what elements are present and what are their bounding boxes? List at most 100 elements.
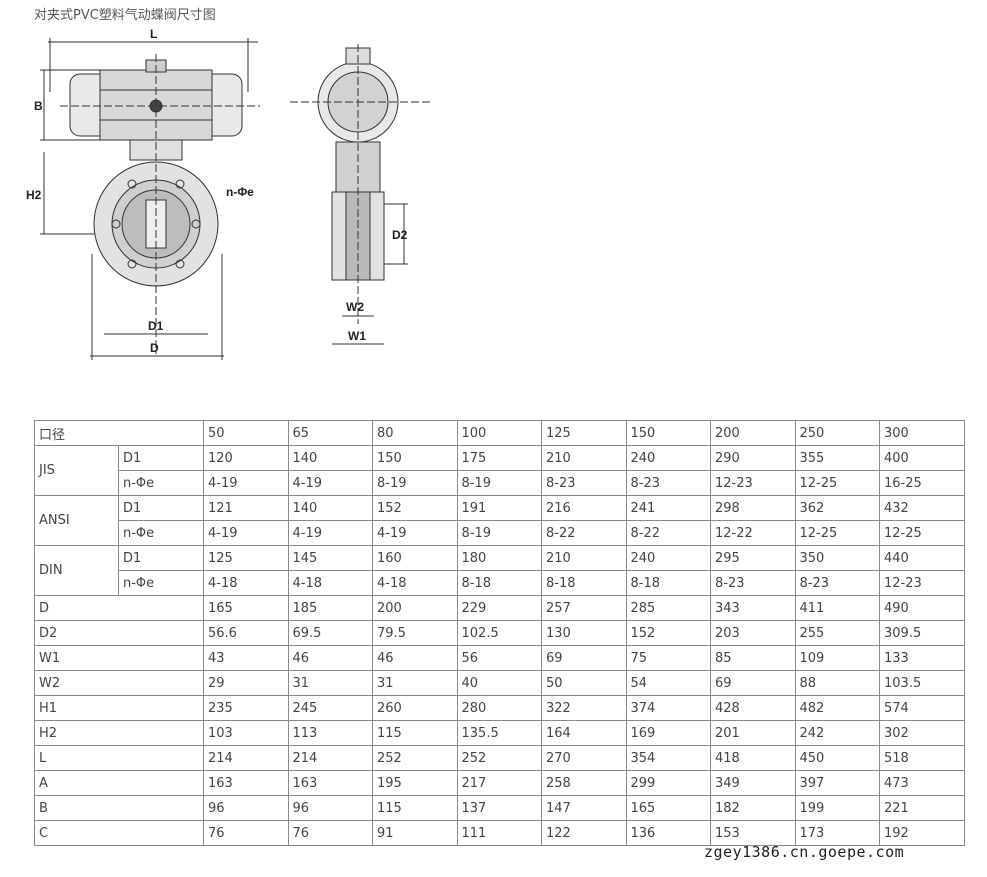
value-cell: 4-19 — [203, 470, 289, 496]
value-cell: 295 — [710, 545, 796, 571]
value-cell: 252 — [372, 745, 458, 771]
value-cell: 69.5 — [287, 620, 373, 646]
dim-label-D: D — [150, 341, 159, 355]
value-cell: 411 — [794, 595, 880, 621]
value-cell: 91 — [372, 820, 458, 846]
value-cell: 12-25 — [879, 520, 965, 546]
value-cell: 163 — [203, 770, 289, 796]
value-cell: 76 — [287, 820, 373, 846]
value-cell: 195 — [372, 770, 458, 796]
value-cell: 147 — [541, 795, 627, 821]
dim-label-nphi: n-Φe — [226, 185, 254, 199]
value-cell: 152 — [625, 620, 711, 646]
value-cell: 473 — [879, 770, 965, 796]
value-cell: 240 — [625, 445, 711, 471]
value-cell: 343 — [710, 595, 796, 621]
sub-label-cell: n-Φe — [118, 470, 204, 496]
value-cell: 490 — [879, 595, 965, 621]
sub-label-cell: D1 — [118, 545, 204, 571]
value-cell: 40 — [456, 670, 542, 696]
sub-label-cell: D1 — [118, 445, 204, 471]
header-size-cell: 50 — [203, 420, 289, 446]
value-cell: 12-23 — [879, 570, 965, 596]
value-cell: 574 — [879, 695, 965, 721]
header-label-cell: 口径 — [34, 420, 204, 446]
value-cell: 280 — [456, 695, 542, 721]
value-cell: 518 — [879, 745, 965, 771]
row-label-cell: A — [34, 770, 204, 796]
value-cell: 8-19 — [456, 470, 542, 496]
value-cell: 8-22 — [541, 520, 627, 546]
value-cell: 135.5 — [456, 720, 542, 746]
value-cell: 173 — [794, 820, 880, 846]
value-cell: 217 — [456, 770, 542, 796]
value-cell: 322 — [541, 695, 627, 721]
value-cell: 290 — [710, 445, 796, 471]
value-cell: 54 — [625, 670, 711, 696]
dim-label-W2: W2 — [346, 300, 364, 314]
header-size-cell: 250 — [794, 420, 880, 446]
value-cell: 349 — [710, 770, 796, 796]
value-cell: 350 — [794, 545, 880, 571]
dim-label-D2: D2 — [392, 228, 408, 242]
value-cell: 31 — [287, 670, 373, 696]
watermark-text: zgey1386.cn.goepe.com — [704, 843, 905, 861]
value-cell: 8-23 — [710, 570, 796, 596]
value-cell: 85 — [710, 645, 796, 671]
value-cell: 122 — [541, 820, 627, 846]
value-cell: 115 — [372, 795, 458, 821]
page-title: 对夹式PVC塑料气动蝶阀尺寸图 — [34, 8, 216, 23]
value-cell: 163 — [287, 770, 373, 796]
value-cell: 175 — [456, 445, 542, 471]
group-label-cell: JIS — [34, 445, 119, 496]
value-cell: 8-19 — [456, 520, 542, 546]
value-cell: 133 — [879, 645, 965, 671]
value-cell: 299 — [625, 770, 711, 796]
value-cell: 4-19 — [203, 520, 289, 546]
value-cell: 192 — [879, 820, 965, 846]
value-cell: 180 — [456, 545, 542, 571]
value-cell: 8-18 — [456, 570, 542, 596]
value-cell: 29 — [203, 670, 289, 696]
value-cell: 214 — [287, 745, 373, 771]
value-cell: 257 — [541, 595, 627, 621]
value-cell: 76 — [203, 820, 289, 846]
row-label-cell: H1 — [34, 695, 204, 721]
value-cell: 354 — [625, 745, 711, 771]
value-cell: 136 — [625, 820, 711, 846]
row-label-cell: B — [34, 795, 204, 821]
value-cell: 31 — [372, 670, 458, 696]
valve-dimension-drawing: L B H2 D1 D n-Φe D2 W2 W1 — [26, 27, 430, 360]
header-size-cell: 80 — [372, 420, 458, 446]
value-cell: 69 — [541, 645, 627, 671]
value-cell: 12-23 — [710, 470, 796, 496]
row-label-cell: D — [34, 595, 204, 621]
value-cell: 140 — [287, 445, 373, 471]
dim-label-D1: D1 — [148, 319, 164, 333]
value-cell: 242 — [794, 720, 880, 746]
value-cell: 210 — [541, 445, 627, 471]
value-cell: 102.5 — [456, 620, 542, 646]
value-cell: 258 — [541, 770, 627, 796]
value-cell: 302 — [879, 720, 965, 746]
value-cell: 43 — [203, 645, 289, 671]
value-cell: 255 — [794, 620, 880, 646]
value-cell: 214 — [203, 745, 289, 771]
value-cell: 152 — [372, 495, 458, 521]
value-cell: 69 — [710, 670, 796, 696]
value-cell: 482 — [794, 695, 880, 721]
value-cell: 8-18 — [625, 570, 711, 596]
value-cell: 191 — [456, 495, 542, 521]
value-cell: 200 — [372, 595, 458, 621]
value-cell: 182 — [710, 795, 796, 821]
sub-label-cell: n-Φe — [118, 520, 204, 546]
